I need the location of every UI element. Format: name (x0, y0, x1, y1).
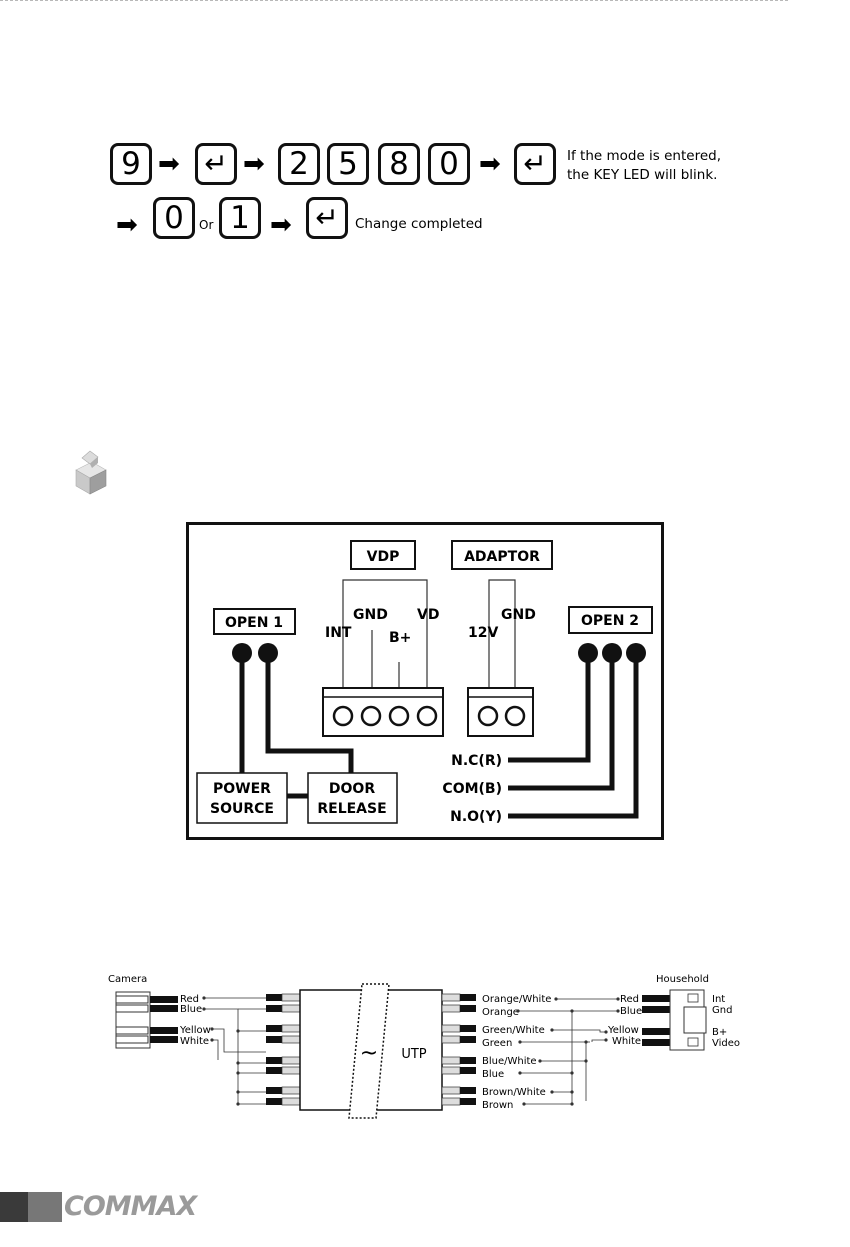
cam-wire-yellow: Yellow (179, 1025, 211, 1036)
open2-label-box (568, 606, 653, 634)
key-8: 8 (378, 143, 420, 185)
utp-pair-blue: Blue (482, 1069, 504, 1080)
open1-label-box (213, 608, 296, 635)
mode-note-line1: If the mode is entered, (567, 148, 722, 164)
utp-label: UTP (401, 1047, 426, 1062)
house-term-gnd: Gnd (712, 1005, 732, 1016)
arrow-right-icon: ➡ (158, 149, 180, 179)
int-label: INT (325, 625, 352, 641)
change-completed-text: Change completed (355, 216, 483, 232)
adaptor-label-box (451, 540, 553, 570)
utp-pair-green: Green (482, 1038, 512, 1049)
household-label: Household (656, 974, 709, 985)
mode-note-line2: the KEY LED will blink. (567, 167, 718, 183)
house-wire-red: Red (620, 994, 639, 1005)
door-release-line2: RELEASE (317, 801, 386, 817)
enter-key-icon: ↵ (195, 143, 237, 185)
wiring-diagram: VDP ADAPTOR OPEN 1 OPEN 2 INT GND B+ VD … (186, 522, 664, 840)
12v-label: 12V (468, 625, 498, 641)
utp-pair-brown-white: Brown/White (482, 1087, 546, 1098)
camera-label: Camera (108, 974, 147, 985)
utp-pair-orange-white: Orange/White (482, 994, 551, 1005)
cam-wire-white: White (180, 1036, 209, 1047)
utp-pair-orange: Orange (482, 1007, 519, 1018)
commax-logo: COMMAX (64, 1191, 197, 1222)
utp-pair-brown: Brown (482, 1100, 513, 1111)
adaptor-label: ADAPTOR (464, 549, 540, 565)
key-1-option: 1 (219, 197, 261, 239)
key-2: 2 (278, 143, 320, 185)
open1-label: OPEN 1 (225, 615, 283, 631)
key-0: 0 (428, 143, 470, 185)
nc-label: N.C(R) (451, 753, 502, 769)
power-source-line2: SOURCE (210, 801, 274, 817)
door-release-line1: DOOR (329, 781, 375, 797)
cam-wire-blue: Blue (180, 1004, 202, 1015)
arrow-right-icon: ➡ (243, 149, 265, 179)
open2-label: OPEN 2 (581, 613, 639, 629)
or-text: Or (199, 218, 214, 232)
com-label: COM(B) (442, 781, 502, 797)
cam-wire-red: Red (180, 994, 199, 1005)
footer-bar-accent (28, 1192, 62, 1222)
cable-break-marker (348, 983, 390, 1119)
house-wire-blue: Blue (620, 1006, 642, 1017)
arrow-right-icon: ➡ (116, 210, 138, 240)
house-term-video: Video (712, 1038, 740, 1049)
no-label: N.O(Y) (450, 809, 502, 825)
gnd-label: GND (353, 607, 388, 623)
enter-key-icon: ↵ (306, 197, 348, 239)
house-term-int: Int (712, 994, 725, 1005)
arrow-right-icon: ➡ (479, 149, 501, 179)
power-source-line1: POWER (213, 781, 271, 797)
gnd2-label: GND (501, 607, 536, 623)
house-wire-yellow: Yellow (607, 1025, 639, 1036)
bplus-label: B+ (389, 630, 411, 646)
key-9: 9 (110, 143, 152, 185)
key-5: 5 (327, 143, 369, 185)
cube-icon (75, 450, 107, 495)
house-wire-white: White (612, 1036, 641, 1047)
tilde-symbol: ~ (360, 1041, 378, 1066)
key-0-option: 0 (153, 197, 195, 239)
vd-label: VD (417, 607, 439, 623)
utp-pair-green-white: Green/White (482, 1025, 545, 1036)
arrow-right-icon: ➡ (270, 210, 292, 240)
house-term-bplus: B+ (712, 1027, 727, 1038)
vdp-label-box (350, 540, 416, 570)
utp-pair-blue-white: Blue/White (482, 1056, 537, 1067)
page-top-rule (0, 0, 788, 1)
door-release-box (307, 772, 398, 824)
enter-key-icon: ↵ (514, 143, 556, 185)
vdp-label: VDP (367, 549, 400, 565)
utp-wiring-diagram: Camera Household Red Blue Yellow White (108, 974, 740, 1119)
power-source-box (196, 772, 288, 824)
